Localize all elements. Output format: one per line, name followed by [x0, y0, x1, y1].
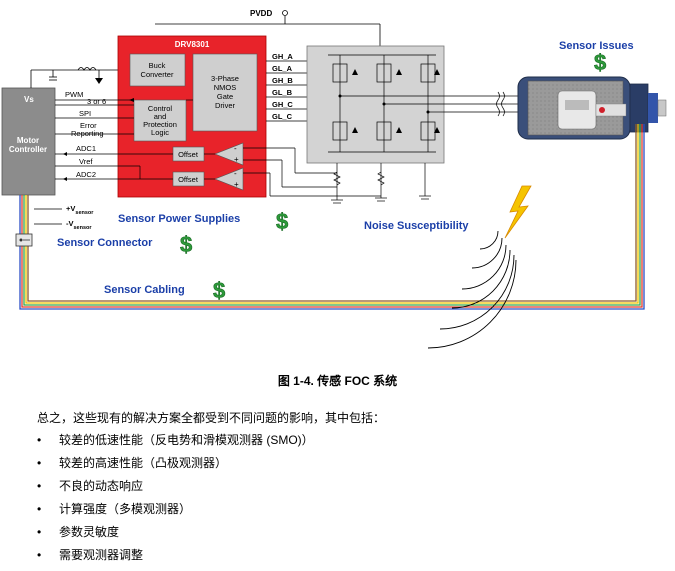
figure-caption: 图 1-4. 传感 FOC 系统	[277, 374, 398, 388]
control-label-4: Logic	[151, 128, 169, 137]
issue-sensor-power-supplies: Sensor Power Supplies	[118, 213, 240, 225]
bullet-icon: •	[37, 502, 42, 516]
vref-label: Vref	[79, 157, 93, 166]
current-amp-1	[214, 142, 244, 166]
vsensor-plus-label: +Vsensor	[66, 204, 94, 216]
dollar-icon: $	[594, 50, 606, 75]
bullet-icon: •	[37, 479, 42, 493]
vsensor-plus-sub: sensor	[75, 210, 94, 216]
vsensor-plus-text: +V	[66, 204, 75, 213]
buck-converter-block	[129, 53, 186, 87]
gate-driver-label-1: 3-Phase	[211, 74, 239, 83]
issue-sensor-issues: Sensor Issues	[559, 40, 634, 52]
offset-label-2: Offset	[178, 175, 199, 184]
control-label-3: Protection	[143, 120, 177, 129]
issues-list: • 较差的低速性能（反电势和滑模观测器 (SMO)） • 较差的高速性能（凸极观测器…	[37, 433, 314, 571]
gl-a-label: GL_A	[272, 64, 293, 73]
control-label-1: Control	[148, 104, 173, 113]
pvdd-terminal	[282, 10, 288, 16]
gl-c-label: GL_C	[272, 112, 293, 121]
buck-label-1: Buck	[149, 61, 166, 70]
amp1-minus: -	[234, 144, 237, 153]
list-item: • 参数灵敏度	[37, 525, 314, 548]
dollar-icon: $	[276, 209, 288, 234]
gate-driver-label-3: Gate	[217, 92, 233, 101]
sensor-cable	[19, 124, 645, 310]
bullet-icon: •	[37, 548, 42, 562]
sensored-foc-diagram: PVDD Vs Motor Controller DRV8301 Buck Co…	[1, 9, 667, 349]
gh-b-label: GH_B	[272, 76, 293, 85]
list-item-text: 不良的动态响应	[59, 479, 144, 493]
dollar-icon: $	[180, 232, 192, 257]
gh-a-label: GH_A	[272, 52, 293, 61]
buck-label-2: Converter	[141, 70, 174, 79]
amp2-minus: -	[234, 169, 237, 178]
bullet-icon: •	[37, 525, 42, 539]
error-label-2: Reporting	[71, 129, 104, 138]
gate-driver-block	[192, 53, 258, 132]
intro-paragraph: 总之，这些现有的解决方案全都受到不同问题的影响，其中包括：	[37, 411, 386, 425]
vsensor-minus-label: -Vsensor	[66, 219, 92, 231]
issue-sensor-connector: Sensor Connector	[57, 237, 153, 249]
pwm-label: PWM	[65, 90, 83, 99]
spi-label: SPI	[79, 109, 91, 118]
gh-c-label: GH_C	[272, 100, 293, 109]
list-item: • 较差的低速性能（反电势和滑模观测器 (SMO)）	[37, 433, 314, 456]
control-label-2: and	[154, 112, 167, 121]
noise-waves	[427, 230, 517, 349]
amp2-plus: +	[234, 180, 239, 189]
error-label-1: Error	[80, 121, 97, 130]
vsensor-minus-text: -V	[66, 219, 74, 228]
list-item-text: 较差的低速性能（反电势和滑模观测器 (SMO)）	[59, 433, 314, 447]
three-or-six-label: 3 or 6	[87, 97, 106, 106]
gl-b-label: GL_B	[272, 88, 293, 97]
drv8301-label: DRV8301	[175, 40, 210, 49]
adc2-label: ADC2	[76, 170, 96, 179]
pvdd-label: PVDD	[250, 9, 272, 18]
list-item: • 不良的动态响应	[37, 479, 314, 502]
gate-driver-label-4: Driver	[215, 101, 236, 110]
mosfet-bridge-schematic	[328, 54, 444, 153]
current-amp-2	[214, 167, 244, 191]
motor-controller-block	[1, 87, 56, 196]
list-item-text: 参数灵敏度	[59, 525, 120, 539]
bullet-icon: •	[37, 433, 42, 447]
bullet-icon: •	[37, 456, 42, 470]
offset-label-1: Offset	[178, 150, 199, 159]
list-item-text: 需要观测器调整	[59, 548, 144, 562]
gate-driver-label-2: NMOS	[214, 83, 237, 92]
adc1-label: ADC1	[76, 144, 96, 153]
vsensor-minus-sub: sensor	[74, 225, 93, 231]
mosfet-bridge-block	[306, 45, 445, 164]
motor-controller-label-2: Controller	[9, 145, 47, 154]
list-item-text: 计算强度（多模观测器）	[59, 502, 192, 516]
lightning-bolt-icon	[504, 185, 532, 239]
list-item-text: 较差的高速性能（凸极观测器）	[59, 456, 228, 470]
vs-label: Vs	[24, 95, 34, 104]
motor-image	[517, 76, 667, 140]
issue-noise-susceptibility: Noise Susceptibility	[364, 220, 469, 232]
dollar-icon: $	[213, 278, 225, 303]
control-logic-block	[133, 99, 187, 142]
list-item: • 计算强度（多模观测器）	[37, 502, 314, 525]
amp1-plus: +	[234, 155, 239, 164]
list-item: • 较差的高速性能（凸极观测器）	[37, 456, 314, 479]
motor-controller-label-1: Motor	[17, 136, 39, 145]
issue-sensor-cabling: Sensor Cabling	[104, 284, 185, 296]
list-item: • 需要观测器调整	[37, 548, 314, 571]
